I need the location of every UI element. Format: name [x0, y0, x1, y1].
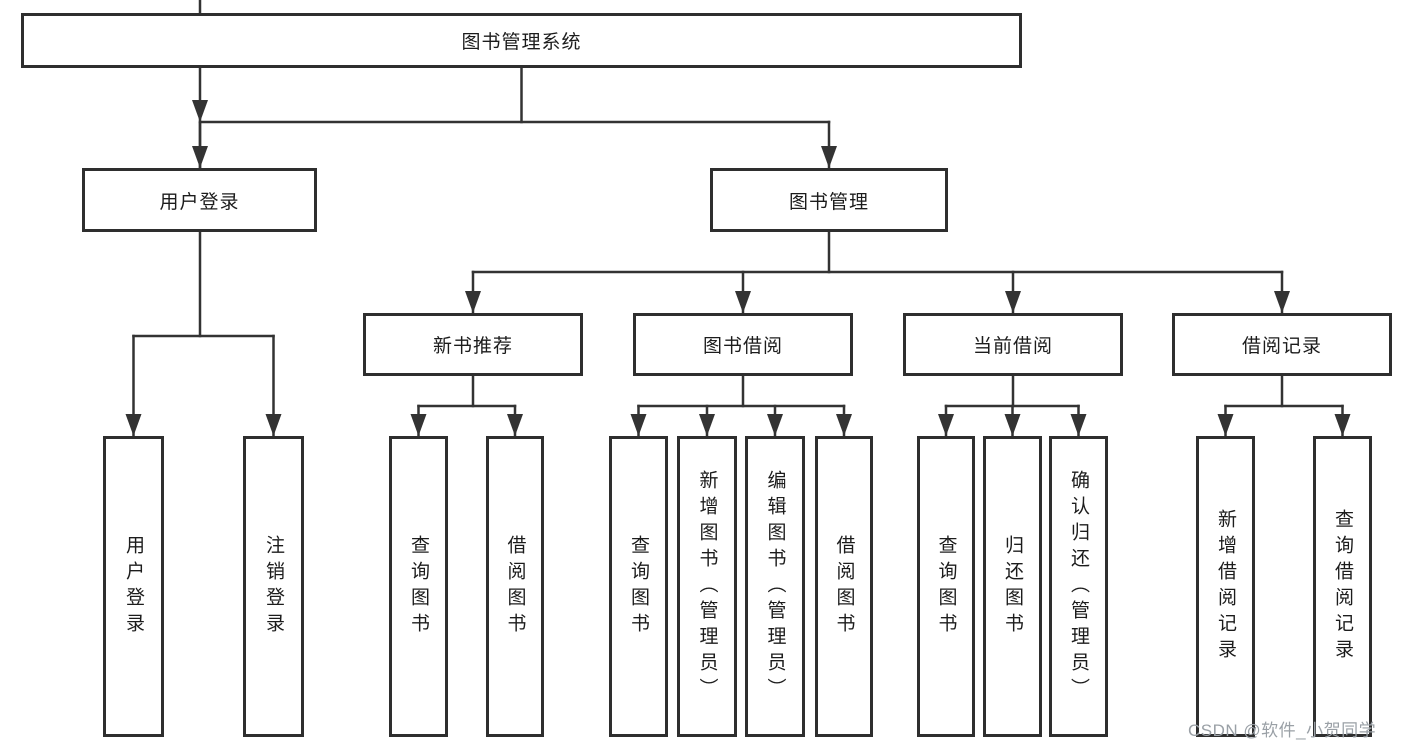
leaf-add-book-admin: 新增图书（管理员）: [677, 436, 737, 737]
leaf-recommend-borrow-book: 借阅图书: [486, 436, 544, 737]
node-current-borrowing: 当前借阅: [903, 313, 1123, 376]
leaf-confirm-return-admin: 确认归还（管理员）: [1049, 436, 1108, 737]
leaf-edit-book-admin: 编辑图书（管理员）: [745, 436, 805, 737]
leaf-return-book: 归还图书: [983, 436, 1042, 737]
leaf-logout: 注销登录: [243, 436, 304, 737]
node-user-login: 用户登录: [82, 168, 317, 232]
node-book-management: 图书管理: [710, 168, 948, 232]
csdn-watermark: CSDN @软件_小贺同学: [1188, 721, 1377, 740]
node-borrowing-records: 借阅记录: [1172, 313, 1392, 376]
leaf-query-borrow-record: 查询借阅记录: [1313, 436, 1372, 737]
node-library-management-system: 图书管理系统: [21, 13, 1022, 68]
node-new-book-recommendation: 新书推荐: [363, 313, 583, 376]
leaf-add-borrow-record: 新增借阅记录: [1196, 436, 1255, 737]
node-book-borrowing: 图书借阅: [633, 313, 853, 376]
leaf-user-login: 用户登录: [103, 436, 164, 737]
leaf-current-query-book: 查询图书: [917, 436, 975, 737]
leaf-borrow-book: 借阅图书: [815, 436, 873, 737]
leaf-recommend-query-book: 查询图书: [389, 436, 448, 737]
leaf-borrow-query-book: 查询图书: [609, 436, 668, 737]
